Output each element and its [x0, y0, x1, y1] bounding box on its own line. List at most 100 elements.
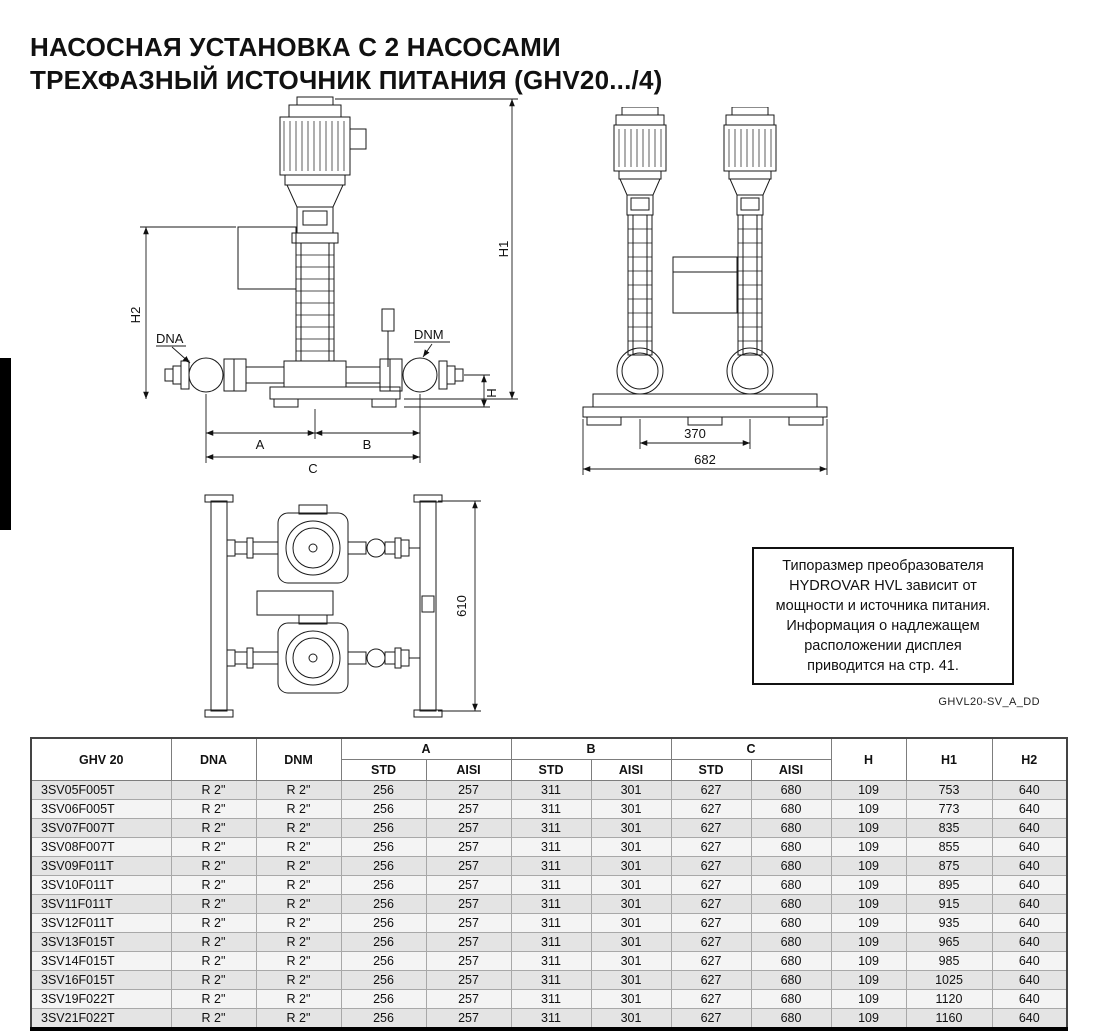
dimension-cell: R 2" [255, 856, 342, 876]
dimension-cell: 680 [750, 799, 832, 819]
col-header-b-std: STD [510, 759, 592, 781]
dimension-cell: 256 [340, 856, 427, 876]
dimension-cell: 301 [590, 837, 672, 857]
dimension-cell: 301 [590, 894, 672, 914]
dimension-cell: 680 [750, 932, 832, 952]
dimension-cell: 680 [750, 780, 832, 800]
dimension-cell: 627 [670, 875, 752, 895]
dimensions-table: GHV 20 DNA DNM A B C H H1 H2 STD AISI ST… [30, 737, 1068, 1031]
dimension-cell: 627 [670, 818, 752, 838]
dimension-cell: 257 [425, 1008, 512, 1030]
dim-label-h1: H1 [496, 241, 511, 258]
dimension-cell: 311 [510, 989, 592, 1009]
front-view-dimension-lines [140, 98, 518, 463]
model-cell: 3SV11F011T [30, 894, 172, 914]
dimension-cell: 301 [590, 970, 672, 990]
dimension-cell: 301 [590, 913, 672, 933]
table-wrap: GHV 20 DNA DNM A B C H H1 H2 STD AISI ST… [30, 737, 1068, 1031]
dimension-cell: R 2" [170, 913, 257, 933]
dimension-cell: 680 [750, 913, 832, 933]
page-title-line1: НАСОСНАЯ УСТАНОВКА С 2 НАСОСАМИ [30, 32, 561, 63]
dimension-cell: 640 [991, 951, 1068, 971]
dimension-cell: 311 [510, 951, 592, 971]
dimension-cell: 895 [905, 875, 993, 895]
double-pump-dimension-lines [582, 419, 828, 475]
dimension-cell: 256 [340, 913, 427, 933]
front-view-drawing: H1 H2 H DNA DNM A B C [128, 96, 518, 476]
dimension-cell: 301 [590, 932, 672, 952]
col-header-model: GHV 20 [30, 737, 172, 781]
dimension-cell: 257 [425, 780, 512, 800]
model-cell: 3SV13F015T [30, 932, 172, 952]
dim-label-682: 682 [694, 452, 716, 467]
dimension-cell: 301 [590, 799, 672, 819]
dimension-cell: 965 [905, 932, 993, 952]
dimension-cell: 109 [830, 913, 907, 933]
dim-label-370: 370 [684, 426, 706, 441]
dimension-cell: 301 [590, 780, 672, 800]
dimension-cell: 311 [510, 780, 592, 800]
dimension-cell: R 2" [170, 932, 257, 952]
dim-label-h2: H2 [128, 307, 143, 324]
dimension-cell: 109 [830, 837, 907, 857]
dimension-cell: R 2" [255, 913, 342, 933]
dimension-cell: 1120 [905, 989, 993, 1009]
dimension-cell: 257 [425, 989, 512, 1009]
dimension-cell: R 2" [255, 932, 342, 952]
dimension-cell: 640 [991, 1008, 1068, 1030]
note-text: Типоразмер преобразователя HYDROVAR HVL … [775, 558, 991, 674]
dimension-cell: 627 [670, 932, 752, 952]
dimension-cell: 257 [425, 875, 512, 895]
dimension-cell: 256 [340, 799, 427, 819]
dimension-cell: R 2" [170, 856, 257, 876]
dimension-cell: 256 [340, 837, 427, 857]
dimension-cell: 773 [905, 799, 993, 819]
dimension-cell: 257 [425, 856, 512, 876]
col-header-c-aisi: AISI [750, 759, 832, 781]
dimension-cell: 627 [670, 951, 752, 971]
page-edge-tab [0, 358, 11, 530]
front-view-dimension-labels: H1 H2 H DNA DNM A B C [128, 241, 511, 476]
dimension-cell: 109 [830, 989, 907, 1009]
dimension-cell: 109 [830, 875, 907, 895]
col-header-a-std: STD [340, 759, 427, 781]
plan-view-outline [204, 494, 443, 718]
dimension-cell: 311 [510, 932, 592, 952]
dimension-cell: 256 [340, 970, 427, 990]
dim-label-610: 610 [454, 595, 469, 617]
dimension-cell: 627 [670, 780, 752, 800]
dimension-cell: 311 [510, 818, 592, 838]
dimension-cell: 915 [905, 894, 993, 914]
dimension-cell: R 2" [255, 1008, 342, 1030]
dimension-cell: 256 [340, 1008, 427, 1030]
dimension-cell: 680 [750, 894, 832, 914]
dimension-cell: 257 [425, 894, 512, 914]
dimension-cell: 109 [830, 970, 907, 990]
model-cell: 3SV14F015T [30, 951, 172, 971]
model-cell: 3SV10F011T [30, 875, 172, 895]
dimension-cell: 627 [670, 989, 752, 1009]
dimension-cell: 109 [830, 799, 907, 819]
dimension-cell: R 2" [255, 799, 342, 819]
dimension-cell: 256 [340, 780, 427, 800]
dimension-cell: R 2" [255, 894, 342, 914]
dimension-cell: 256 [340, 875, 427, 895]
dimension-cell: 256 [340, 951, 427, 971]
dim-label-h: H [484, 388, 499, 397]
dimension-cell: 257 [425, 818, 512, 838]
dimension-cell: 109 [830, 894, 907, 914]
model-cell: 3SV07F007T [30, 818, 172, 838]
dim-label-dna: DNA [156, 331, 184, 346]
dimension-cell: 301 [590, 1008, 672, 1030]
col-header-a: A [340, 737, 512, 760]
dimension-cell: 640 [991, 989, 1068, 1009]
